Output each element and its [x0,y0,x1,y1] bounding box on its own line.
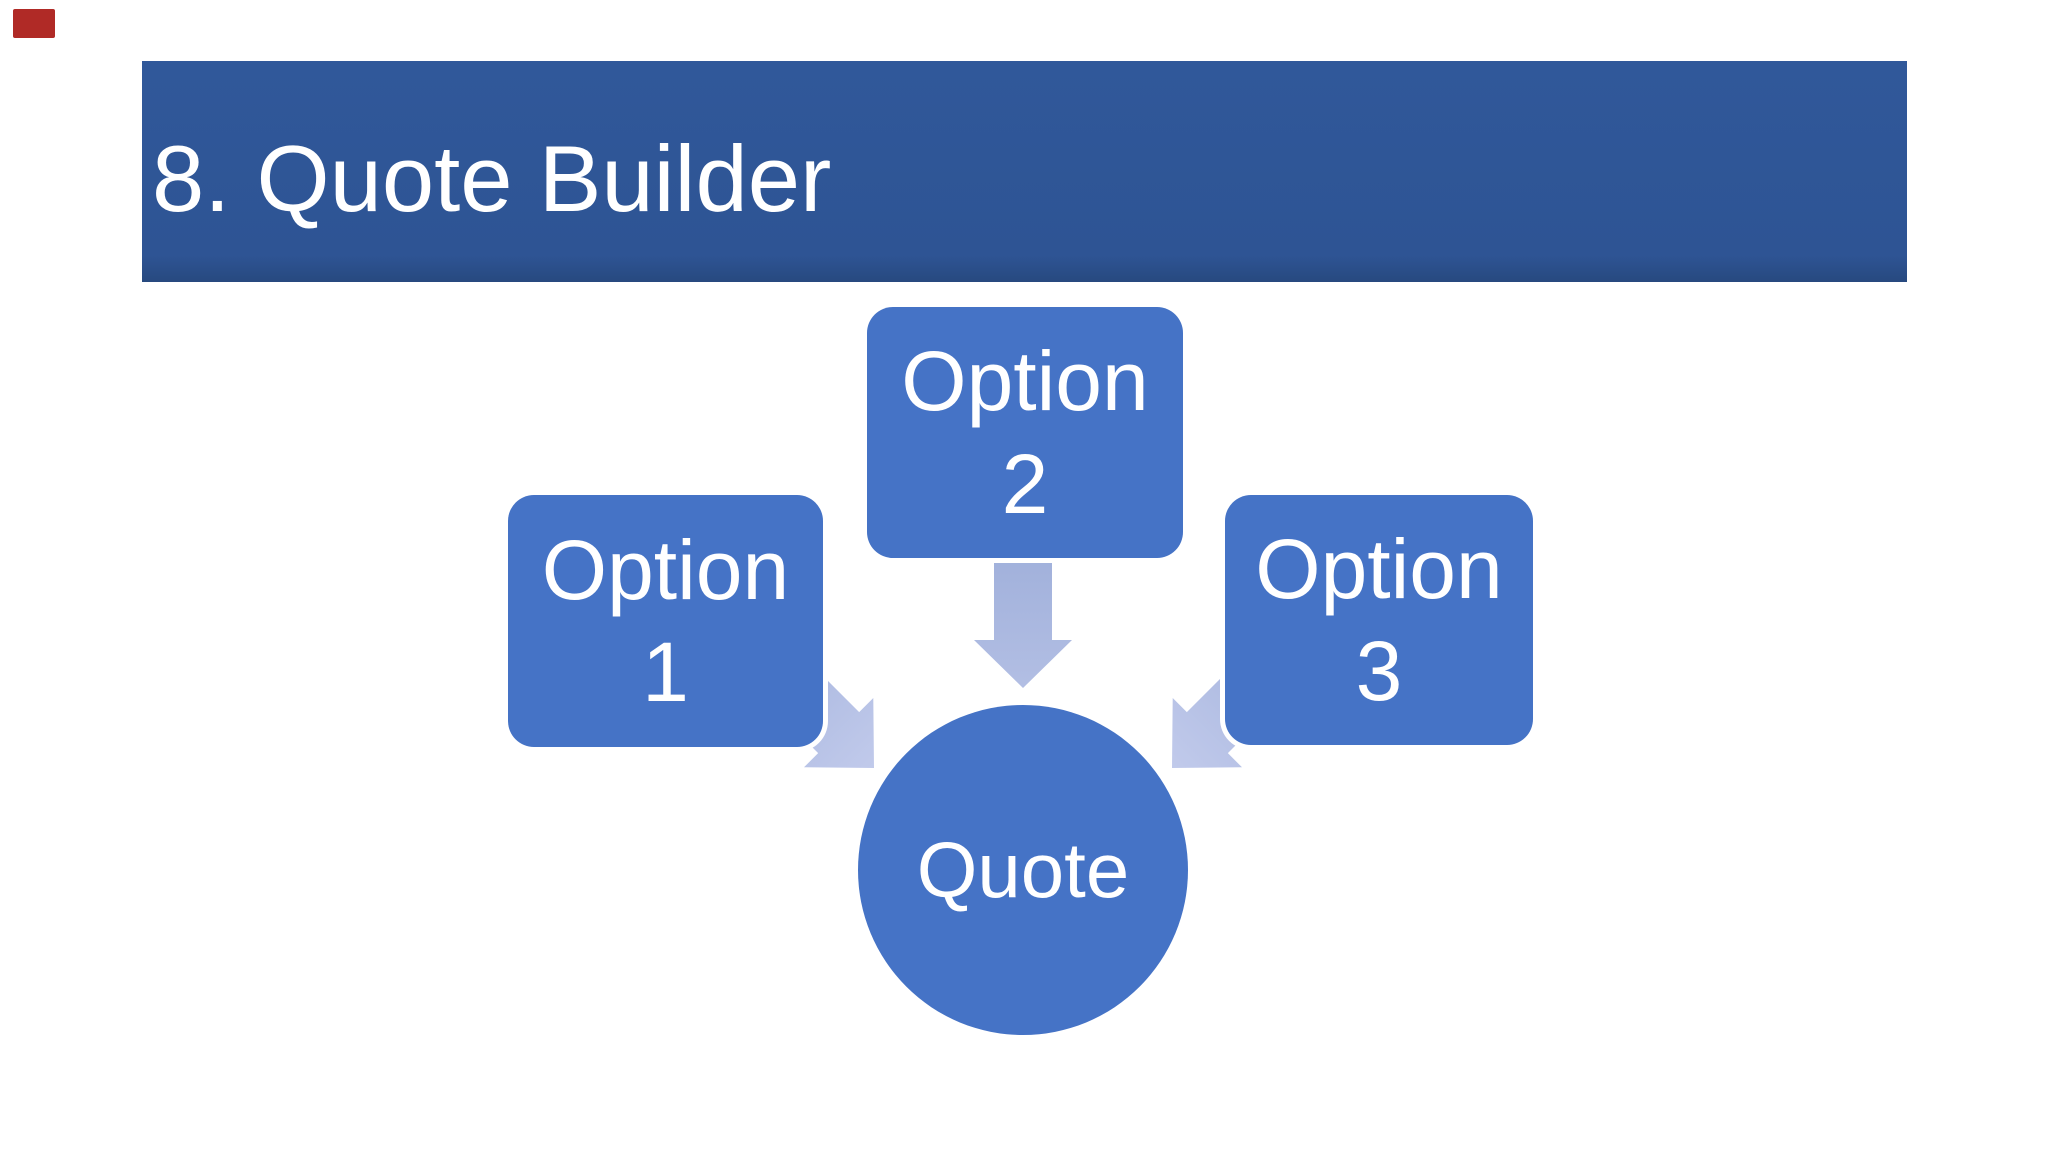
option-2-box: Option 2 [867,307,1183,558]
slide-title: 8. Quote Builder [152,125,832,231]
arrow-option2-to-quote-icon [974,552,1072,688]
option-3-label-line2: 3 [1355,624,1403,718]
quote-label: Quote [916,826,1130,914]
slide-title-bar: 8. Quote Builder [142,61,1907,282]
option-3-box: Option 3 [1225,495,1533,745]
option-3-label-line1: Option [1255,521,1503,616]
option-2-label-line1: Option [901,334,1149,429]
option-2-label-line2: 2 [1001,436,1049,531]
option-1-label-line1: Option [541,522,790,617]
quote-circle: Quote [858,705,1188,1035]
red-corner-marker [13,9,55,38]
option-1-box: Option 1 [508,495,823,747]
option-1-label-line2: 1 [642,625,689,719]
